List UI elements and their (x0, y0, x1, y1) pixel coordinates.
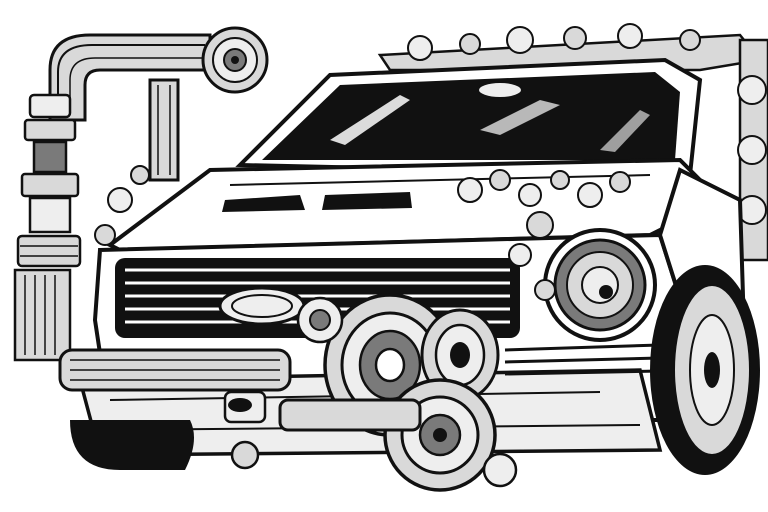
hood-engine-details (94, 165, 631, 301)
front-right-wheel (650, 265, 760, 475)
exhaust-pipe-assembly (13, 26, 269, 362)
windshield (262, 72, 680, 160)
front-left-wheel (70, 420, 194, 470)
front-mounted-engine (58, 293, 518, 492)
hood-vent-right (322, 192, 412, 210)
rearview-mirror (477, 81, 523, 99)
hood-vent-left (222, 195, 305, 212)
roof-machinery (377, 23, 768, 262)
headlight (543, 228, 657, 342)
